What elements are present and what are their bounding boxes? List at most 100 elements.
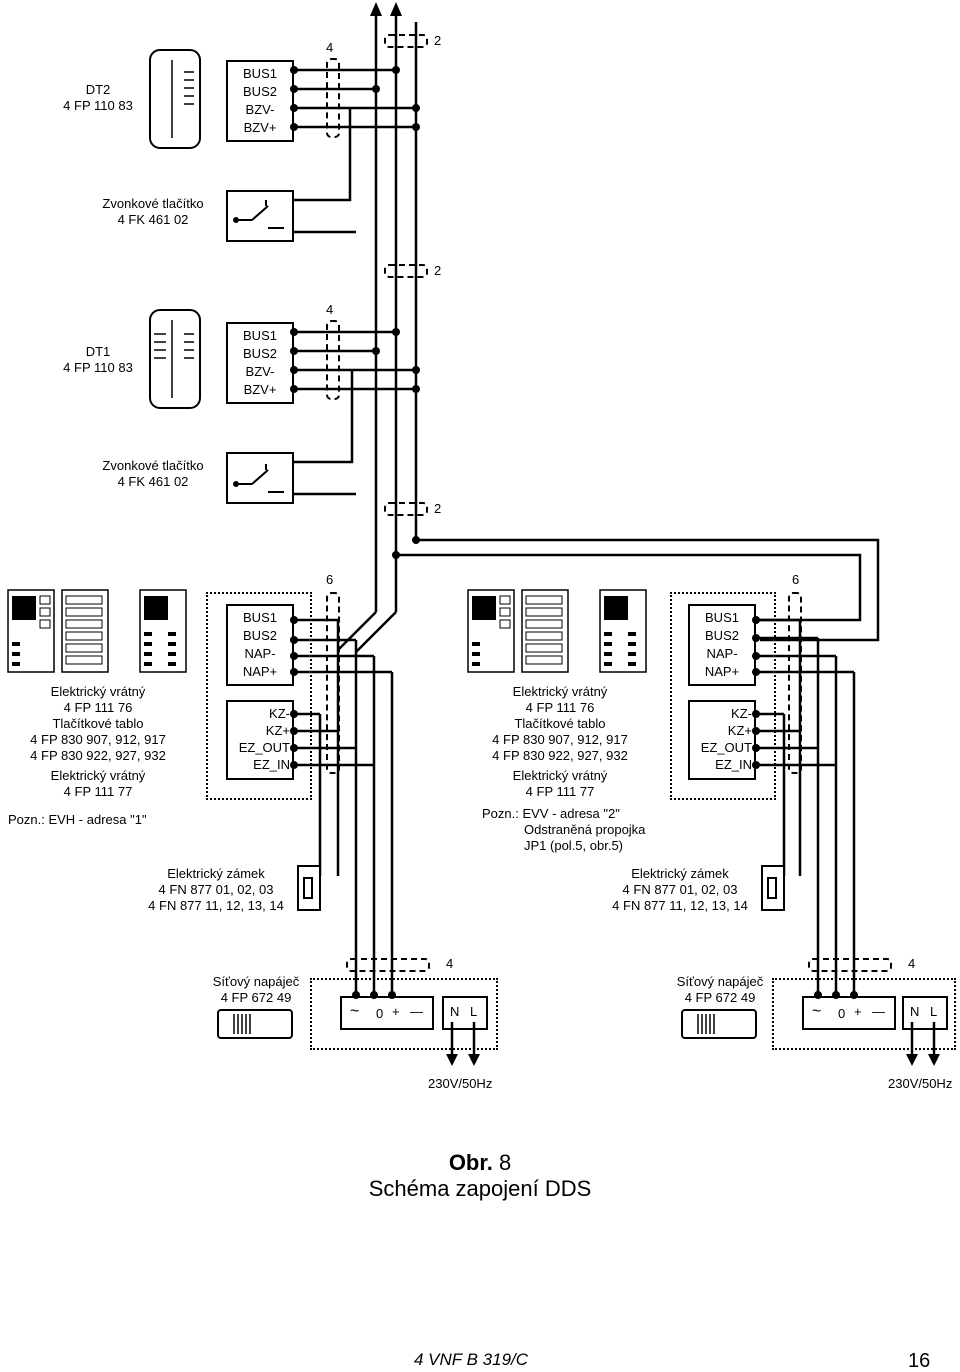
right-panel-note-line-2: Odstraněná propojka	[524, 822, 646, 837]
left-term-ez-out: EZ_OUT	[238, 740, 290, 755]
psu-left-name: Síťový napáječ	[212, 974, 300, 989]
psu-left-term-n: N	[450, 1004, 460, 1019]
psu-left-ac-symbol: ~	[350, 1003, 360, 1020]
left-panel-line-6: Elektrický vrátný	[50, 768, 146, 783]
dt1-term-bzv-plus: BZV+	[243, 382, 277, 397]
wire-count-mid-4: 4	[326, 302, 334, 317]
cable-marker-left-panel	[326, 592, 340, 774]
psu-left-mains-terminals: N L	[442, 996, 488, 1030]
left-term-nap-minus: NAP-	[244, 646, 276, 661]
left-term-bus2: BUS2	[243, 628, 277, 643]
right-panel-line-1: Elektrický vrátný	[512, 684, 608, 699]
psu-left-code: 4 FP 672 49	[220, 990, 292, 1005]
dt1-name: DT1	[85, 344, 111, 359]
cable-marker-right-panel	[788, 592, 802, 774]
dt1-code: 4 FP 110 83	[63, 360, 133, 375]
right-term-ez-in: EZ_IN	[715, 757, 752, 772]
dt2-term-bus2: BUS2	[243, 84, 277, 99]
right-panel-line-3: Tlačítkové tablo	[514, 716, 606, 731]
right-panel-description: Elektrický vrátný 4 FP 111 76 Tlačítkové…	[470, 684, 650, 800]
left-term-kz-plus: KZ+	[265, 723, 290, 738]
wire-count-top-4: 4	[326, 40, 334, 55]
right-term-bus1: BUS1	[705, 610, 739, 625]
wire-count-left-6: 6	[326, 572, 334, 587]
cable-marker-top	[384, 34, 428, 48]
button-top-code: 4 FK 461 02	[117, 212, 189, 227]
wire-count-left-psu-4: 4	[446, 956, 454, 971]
dt1-term-bus2: BUS2	[243, 346, 277, 361]
cable-marker-low	[384, 502, 428, 516]
right-panel-line-5: 4 FP 830 922, 927, 932	[492, 748, 628, 763]
cable-marker-psu-right	[808, 958, 892, 972]
psu-right-term-0: 0	[838, 1006, 846, 1021]
psu-right-term-l: L	[930, 1004, 938, 1019]
wire-count-right-6: 6	[792, 572, 800, 587]
right-term-nap-minus: NAP-	[706, 646, 738, 661]
psu-right-code: 4 FP 672 49	[684, 990, 756, 1005]
psu-left-term-plus: +	[392, 1004, 400, 1019]
right-term-nap-plus: NAP+	[704, 664, 740, 679]
page-number: 16	[908, 1350, 931, 1372]
doorbell-button-top	[226, 190, 294, 242]
right-panel-bus-block: BUS1 BUS2 NAP- NAP+	[688, 604, 756, 686]
left-panel-line-3: Tlačítkové tablo	[52, 716, 144, 731]
dt2-term-bus1: BUS1	[243, 66, 277, 81]
button-mid-label: Zvonkové tlačítko 4 FK 461 02	[92, 458, 214, 490]
left-panel-note: Pozn.: EVH - adresa "1"	[8, 812, 147, 827]
left-term-nap-plus: NAP+	[242, 664, 278, 679]
dt2-term-bzv-minus: BZV-	[245, 102, 275, 117]
figure-caption: Obr. 8 Schéma zapojení DDS	[280, 1150, 680, 1202]
figure-number: Obr. 8	[280, 1150, 680, 1176]
dt2-code: 4 FP 110 83	[63, 98, 133, 113]
lock-right-label: Elektrický zámek 4 FN 877 01, 02, 03 4 F…	[600, 866, 760, 914]
right-panel-line-4: 4 FP 830 907, 912, 917	[492, 732, 628, 747]
left-term-kz-minus: KZ-	[269, 706, 290, 721]
left-panel-bus-block: BUS1 BUS2 NAP- NAP+	[226, 604, 294, 686]
button-mid-name: Zvonkové tlačítko	[102, 458, 204, 473]
right-term-bus2: BUS2	[705, 628, 739, 643]
dt1-terminal-block: BUS1 BUS2 BZV- BZV+	[226, 322, 294, 404]
psu-right-label: Síťový napáječ 4 FP 672 49	[660, 974, 780, 1006]
right-panel-lock-block: KZ- KZ+ EZ_OUT EZ_IN	[688, 700, 756, 780]
dt2-label: DT2 4 FP 110 83	[50, 82, 146, 114]
left-panel-description: Elektrický vrátný 4 FP 111 76 Tlačítkové…	[8, 684, 188, 800]
left-panel-line-1: Elektrický vrátný	[50, 684, 146, 699]
psu-right-mains: 230V/50Hz	[888, 1076, 953, 1091]
button-top-label: Zvonkové tlačítko 4 FK 461 02	[92, 196, 214, 228]
psu-left-term-0: 0	[376, 1006, 384, 1021]
button-top-name: Zvonkové tlačítko	[102, 196, 204, 211]
lock-left-line-2: 4 FN 877 01, 02, 03	[158, 882, 274, 897]
psu-right-term-minus: —	[872, 1004, 885, 1019]
lock-left-line-1: Elektrický zámek	[167, 866, 265, 881]
wire-count-low-2: 2	[434, 501, 442, 516]
left-panel-module-outline	[206, 592, 312, 800]
figure-prefix: Obr.	[448, 1150, 493, 1175]
psu-left-dc-terminals: ~ 0 + —	[340, 996, 434, 1030]
right-panel-note-line-3: JP1 (pol.5, obr.5)	[524, 838, 623, 853]
left-term-bus1: BUS1	[243, 610, 277, 625]
dt1-term-bus1: BUS1	[243, 328, 277, 343]
lock-left-line-3: 4 FN 877 11, 12, 13, 14	[148, 898, 284, 913]
lock-right-line-2: 4 FN 877 01, 02, 03	[622, 882, 738, 897]
right-panel-note: Pozn.: EVV - adresa "2" Odstraněná propo…	[482, 806, 645, 854]
wire-count-mid-2: 2	[434, 263, 442, 278]
right-term-ez-out: EZ_OUT	[700, 740, 752, 755]
psu-left-term-l: L	[470, 1004, 478, 1019]
psu-right-term-plus: +	[854, 1004, 862, 1019]
dt1-label: DT1 4 FP 110 83	[50, 344, 146, 376]
cable-marker-mid	[384, 264, 428, 278]
figure-title: Schéma zapojení DDS	[368, 1176, 592, 1201]
left-panel-line-7: 4 FP 111 77	[63, 784, 133, 799]
figure-num: 8	[492, 1150, 512, 1175]
right-term-kz-minus: KZ-	[731, 706, 752, 721]
psu-right-ac-symbol: ~	[812, 1003, 822, 1020]
psu-right-dc-terminals: ~ 0 + —	[802, 996, 896, 1030]
right-panel-line-6: Elektrický vrátný	[512, 768, 608, 783]
dt1-term-bzv-minus: BZV-	[245, 364, 275, 379]
psu-left-outline	[310, 978, 498, 1050]
cable-marker-dt1	[326, 320, 340, 400]
right-panel-line-2: 4 FP 111 76	[525, 700, 595, 715]
right-panel-line-7: 4 FP 111 77	[525, 784, 595, 799]
left-panel-line-2: 4 FP 111 76	[63, 700, 133, 715]
